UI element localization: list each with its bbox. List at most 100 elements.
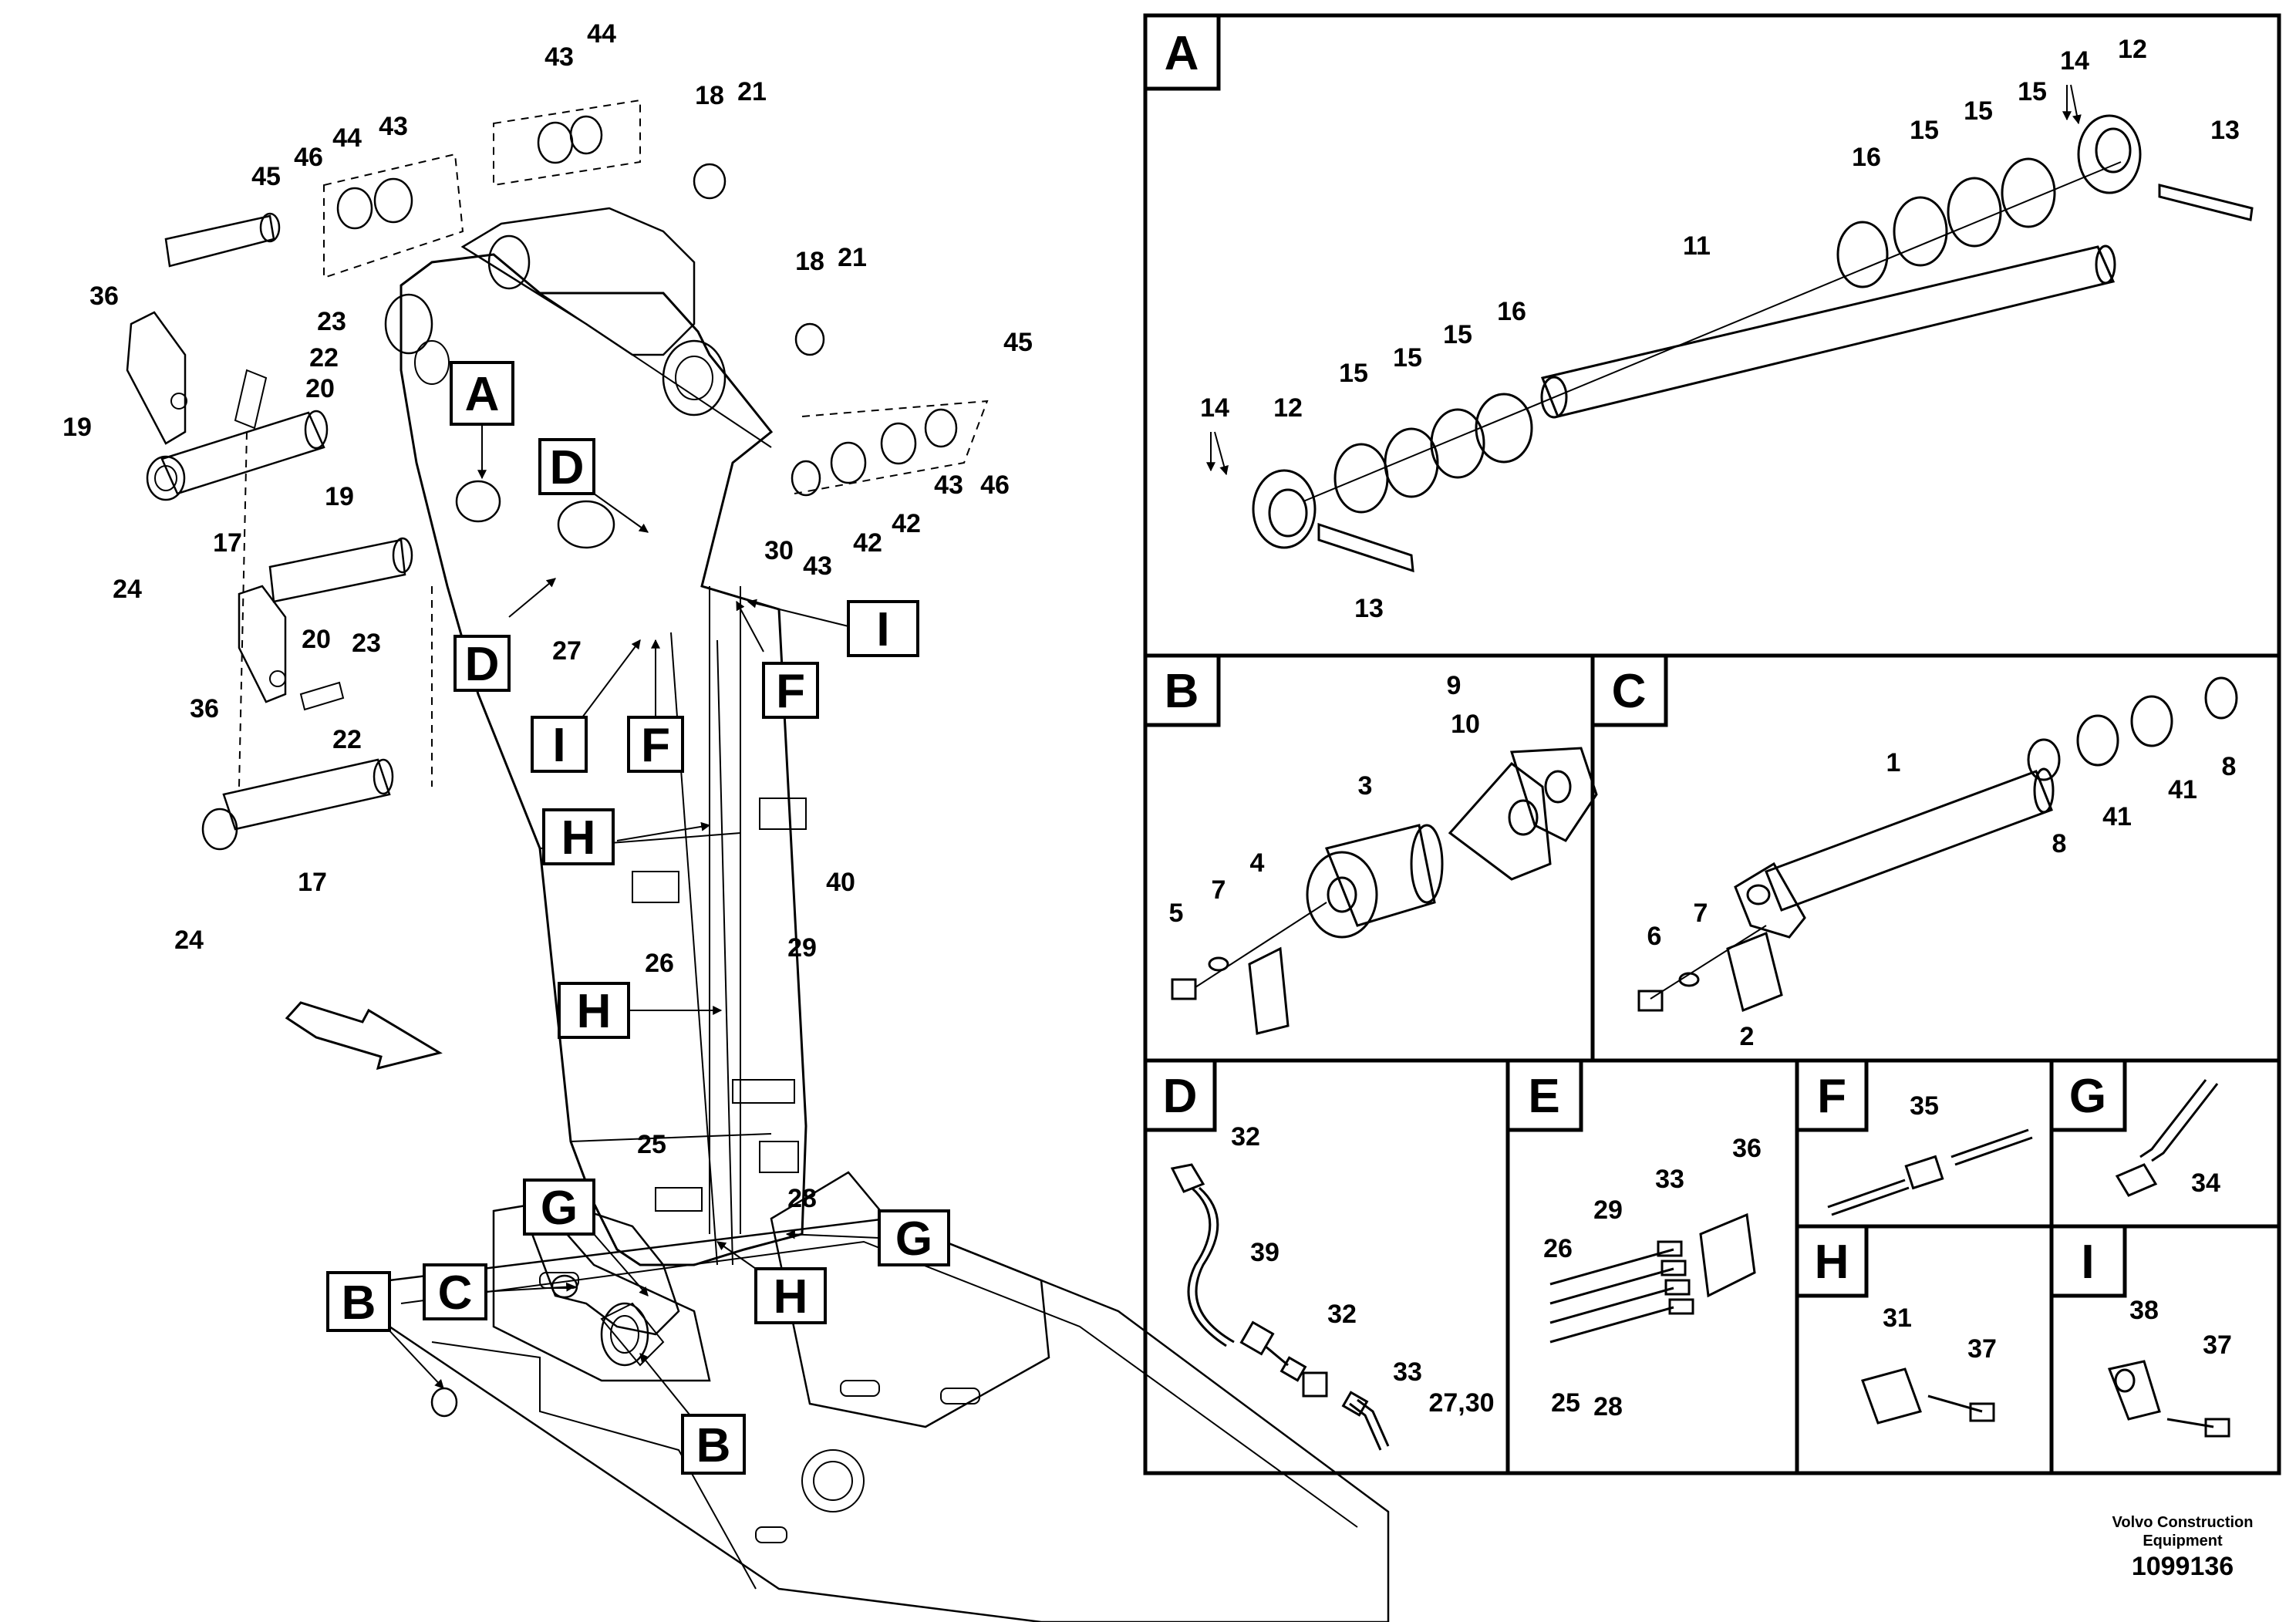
part-number: 41 [2102,802,2132,831]
part-number: 2 [1740,1022,1755,1051]
part-number: 15 [1910,116,1939,145]
callout-a-main: A [450,361,514,426]
callout-g-main-1: G [523,1179,595,1236]
part-number: 33 [1393,1357,1422,1387]
part-number: 30 [764,536,794,565]
svg-text:B: B [696,1419,731,1472]
part-number: 16 [1852,143,1881,172]
callout-f-main-2: F [762,662,819,719]
part-number: 27 [552,636,582,666]
part-number: 31 [1883,1303,1912,1333]
part-number: 44 [332,123,362,153]
drawing-number: 1099136 [2131,1552,2234,1581]
part-number: 10 [1451,710,1480,739]
panel-h: H 31 37 [1795,1224,1997,1425]
panel-e-label: E [1528,1070,1559,1123]
svg-text:G: G [895,1212,932,1266]
part-number: 36 [1732,1134,1762,1163]
callout-b-main-2: B [681,1414,746,1475]
part-number: 13 [1354,594,1384,623]
part-number: 23 [352,629,381,658]
part-number: 41 [2168,775,2197,804]
panel-d-label: D [1163,1070,1198,1123]
part-number: 42 [892,509,921,538]
svg-text:D: D [465,638,500,691]
callout-h-main-2: H [558,982,630,1039]
panel-h-label: H [1815,1236,1849,1289]
part-number: 17 [298,868,327,897]
svg-text:I: I [552,719,565,772]
part-number: 12 [1273,393,1303,423]
panel-f-label: F [1817,1070,1846,1123]
callout-i-main-2: I [847,600,919,657]
part-number: 19 [325,482,354,511]
callout-b-main-1: B [326,1271,391,1332]
svg-text:I: I [876,603,889,656]
part-number: 15 [1393,343,1422,373]
callout-i-main-1: I [531,716,588,773]
part-number: 43 [379,112,408,141]
part-number: 9 [1447,671,1462,700]
footer-company-line1: Volvo Construction [2112,1514,2254,1531]
footer-company: Volvo Construction Equipment [2082,1513,2283,1550]
panel-c-label: C [1612,665,1647,718]
part-number: 18 [695,81,724,110]
part-number: 15 [1339,359,1368,388]
part-number: 32 [1231,1122,1260,1152]
part-number: 14 [1200,393,1229,423]
callout-d-main-1: D [538,438,595,495]
svg-text:H: H [561,811,596,865]
part-number: 33 [1655,1165,1684,1194]
callout-h-main-1: H [542,808,615,865]
part-number: 22 [332,725,362,754]
svg-text:A: A [465,368,500,421]
part-number: 36 [190,694,219,723]
svg-text:F: F [776,665,805,718]
footer-company-line2: Equipment [2143,1533,2223,1549]
svg-text:H: H [577,985,612,1038]
panel-c: C 1 8 41 41 8 7 6 2 [1590,653,2238,1051]
panel-i-label: I [2081,1236,2094,1289]
boom-foot-pin-c [551,1274,578,1299]
part-number: 43 [934,470,963,500]
part-number: 35 [1910,1091,1939,1121]
callout-d-main-2: D [453,635,511,692]
part-number: 26 [1543,1234,1573,1263]
callout-g-main-2: G [878,1209,950,1266]
part-number: 32 [1327,1300,1357,1329]
part-number: 42 [853,528,882,558]
part-number: 43 [803,551,832,581]
callout-f-main-1: F [627,716,684,773]
part-number: 7 [1694,899,1708,928]
part-number: 45 [1003,328,1033,357]
part-number: 37 [1967,1334,1997,1364]
part-number: 25 [637,1130,666,1159]
part-number: 6 [1647,922,1662,951]
part-number: 12 [2118,35,2147,64]
part-number: 13 [2210,116,2240,145]
boom-pin-a [455,480,501,523]
part-number: 38 [2129,1296,2159,1325]
direction-arrow [285,1001,443,1071]
part-number: 15 [1443,320,1472,349]
callout-h-main-3: H [754,1267,827,1324]
panel-g-label: G [2069,1070,2106,1123]
part-number: 44 [587,19,616,49]
svg-text:D: D [550,441,585,494]
part-number: 14 [2060,46,2089,76]
part-number: 43 [544,42,574,72]
part-number: 21 [838,243,867,272]
panel-i: I 38 37 [2049,1224,2232,1438]
part-number: 18 [795,247,824,276]
svg-text:C: C [438,1266,473,1320]
part-number: 29 [787,933,817,963]
panel-b: B 9 10 3 4 7 5 [1143,653,1598,1035]
part-number: 27,30 [1428,1388,1494,1418]
panel-a-label: A [1165,27,1199,80]
panel-d: D 32 39 32 33 27,30 [1143,1058,1495,1451]
part-number: 45 [251,162,281,191]
panel-f: F 35 [1795,1058,2033,1216]
part-number: 28 [1593,1392,1623,1421]
main-callouts: A D D I I F F H H H G G B B C [326,361,950,1475]
